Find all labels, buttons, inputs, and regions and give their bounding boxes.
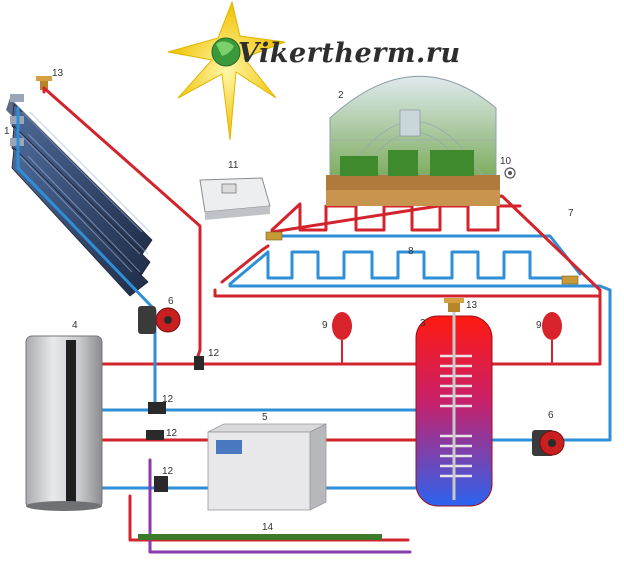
label-ground-pipe: 14 [262, 522, 274, 533]
ground-plate [138, 534, 382, 540]
label-valve-12d: 12 [162, 466, 174, 477]
expansion-tank-left [332, 312, 352, 364]
sensor-icon [504, 167, 516, 179]
label-floor-loop: 8 [408, 246, 414, 257]
label-pump-top: 6 [168, 296, 174, 307]
label-valve-12a: 12 [208, 348, 220, 359]
label-valve: 7 [568, 208, 574, 219]
logo-star-icon [167, 0, 286, 141]
storage-tank [415, 298, 493, 507]
label-solar-collector: 1 [4, 126, 10, 137]
valve-12-icon [146, 356, 204, 492]
label-valve-12b: 12 [162, 394, 174, 405]
air-vent-icon [444, 298, 464, 312]
boiler [25, 335, 103, 511]
pump-top-icon [138, 306, 181, 334]
solar-collector-array [6, 94, 153, 297]
pump-right-icon [532, 430, 565, 456]
greenhouse [326, 75, 500, 206]
label-heat-exchanger: 5 [262, 412, 268, 423]
label-expansion-left: 9 [322, 320, 328, 331]
label-air-vent-collector: 13 [52, 68, 64, 79]
label-storage-tank: 3 [420, 318, 426, 329]
label-expansion-right: 9 [536, 320, 542, 331]
label-greenhouse: 2 [338, 90, 344, 101]
label-group: 1 2 3 4 5 6 6 7 8 9 9 10 11 12 12 12 12 … [4, 68, 574, 533]
label-air-vent-tank: 13 [466, 300, 478, 311]
label-valve-12c: 12 [166, 428, 178, 439]
label-controller: 11 [228, 160, 239, 171]
controller-unit [199, 177, 271, 220]
valve-icon [265, 231, 579, 285]
label-boiler: 4 [72, 320, 78, 331]
label-sensor: 10 [500, 156, 512, 167]
heat-exchanger [207, 423, 327, 511]
label-pump-right: 6 [548, 410, 554, 421]
air-vent-icon [36, 76, 52, 90]
expansion-tank-right [542, 312, 562, 364]
logo-text: Vikertherm.ru [238, 38, 461, 69]
